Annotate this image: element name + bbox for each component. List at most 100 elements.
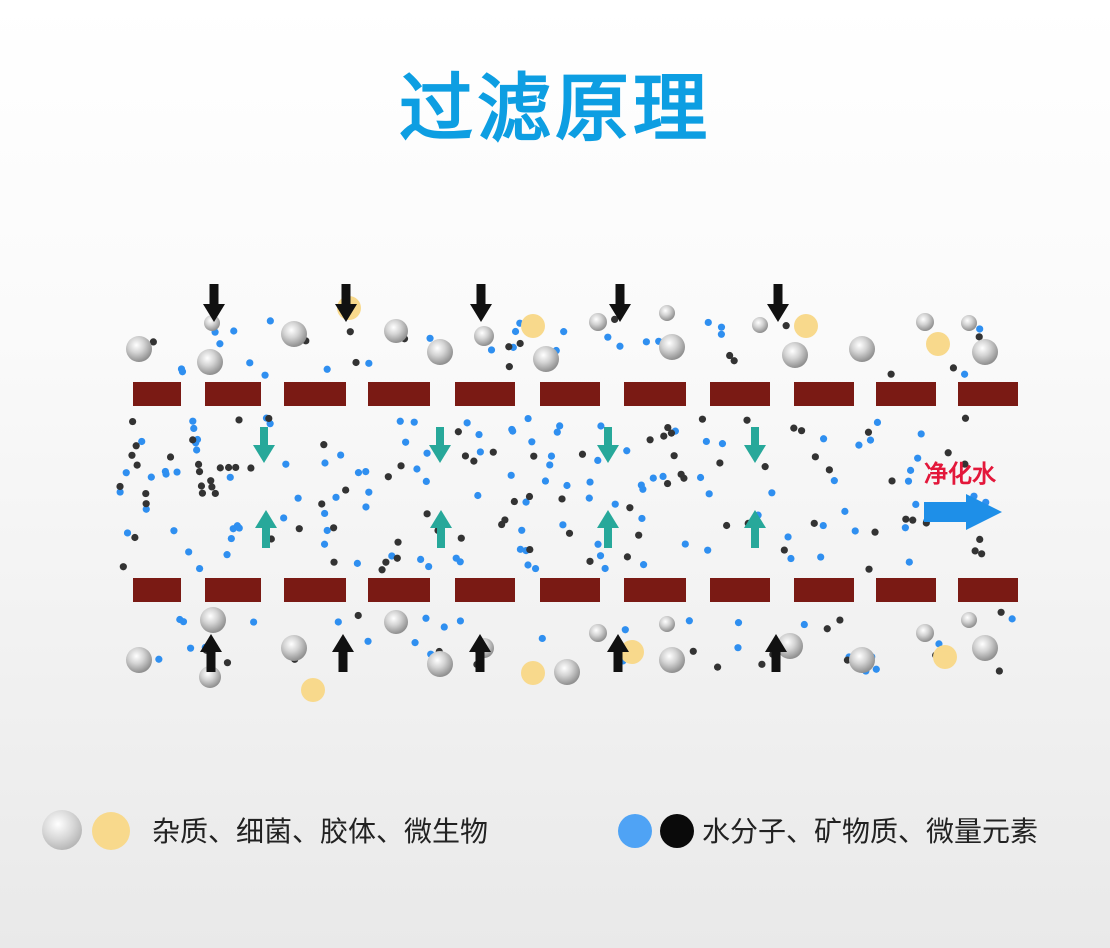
water-molecule-dot (734, 644, 742, 652)
water-molecule-dot (784, 533, 792, 541)
water-molecule-dot (873, 418, 882, 427)
water-molecule-dot (1008, 615, 1016, 623)
water-molecule-dot (138, 437, 146, 446)
membrane-segment (455, 382, 515, 406)
mineral-dot (223, 659, 232, 667)
water-molecule-dot (474, 491, 482, 500)
water-molecule-dot (906, 466, 915, 474)
water-molecule-dot (294, 494, 302, 502)
mineral-dot (198, 489, 207, 497)
flow-arrows (200, 284, 789, 672)
water-molecule-dot (638, 514, 646, 523)
water-molecule-dot (511, 327, 520, 336)
mineral-dot (457, 534, 465, 542)
mineral-dot (195, 468, 204, 476)
water-molecule-dot (321, 509, 329, 518)
impurity-ball (384, 319, 408, 343)
water-molecule-dot (522, 498, 530, 506)
water-molecule-dot (787, 554, 795, 563)
water-molecule-dot (475, 430, 483, 439)
mineral-dot (397, 462, 405, 470)
water-molecule-dot (516, 545, 525, 553)
water-molecule-dot (524, 414, 532, 423)
impurity-ball (926, 332, 950, 356)
permeate-arrow-down-icon (597, 427, 619, 463)
impurity-ball (126, 336, 152, 362)
mineral-dot (811, 453, 819, 461)
water-molecule-dot (116, 488, 124, 496)
water-molecule-dot (147, 473, 155, 481)
inflow-arrow-up-icon (200, 634, 222, 672)
water-molecule-dot (280, 514, 288, 522)
water-molecule-dot (976, 325, 984, 333)
impurity-ball (961, 315, 977, 331)
water-molecule-dot (851, 527, 859, 535)
mineral-dot (197, 482, 206, 490)
mineral-dot (142, 500, 150, 508)
water-molecule-dot (547, 452, 556, 460)
water-molecule-dot (452, 554, 460, 562)
water-molecule-dot (425, 562, 433, 571)
mineral-dot (586, 557, 594, 565)
water-molecule-dot (195, 564, 204, 573)
membrane-segment (368, 382, 430, 406)
page-title: 过滤原理 (399, 66, 711, 152)
water-molecule-dot (559, 521, 567, 529)
impurity-ball (916, 313, 934, 331)
water-molecule-dot (410, 418, 418, 426)
mineral-dot (823, 625, 831, 633)
water-molecule-dot (914, 454, 922, 462)
impurity-ball (281, 321, 307, 347)
mineral-dot (382, 558, 390, 566)
water-molecule-dot (718, 440, 727, 448)
mineral-dot (825, 466, 833, 474)
yellow-ball-icon (92, 812, 130, 850)
water-molecule-dot (531, 564, 540, 573)
water-molecule-dot (173, 468, 181, 476)
water-molecule-dot (611, 500, 619, 508)
mineral-dot (330, 558, 338, 566)
water-molecule-dot (417, 555, 425, 564)
water-molecule-dot (509, 427, 517, 435)
water-molecule-dot (246, 359, 254, 367)
mineral-dot (235, 416, 243, 424)
mineral-dot (232, 463, 240, 472)
membrane-segment (133, 382, 181, 406)
mineral-dot (949, 364, 958, 372)
membrane-segment (540, 382, 600, 406)
permeate-arrow-down-icon (744, 427, 766, 463)
water-molecule-dot (594, 540, 602, 548)
mineral-dot (330, 524, 338, 532)
water-molecule-dot (323, 526, 331, 535)
impurity-ball (972, 339, 998, 365)
membrane-segment (710, 578, 770, 602)
mineral-dot (166, 453, 175, 461)
impurity-ball (384, 610, 408, 634)
water-molecule-dot (717, 323, 726, 331)
mineral-dot (525, 492, 534, 501)
water-molecule-dot (563, 481, 571, 490)
water-molecule-dot (320, 540, 329, 548)
mineral-dot (394, 538, 402, 546)
water-molecule-dot (960, 370, 969, 378)
water-molecule-dot (705, 490, 713, 498)
inflow-arrow-down-icon (470, 284, 492, 322)
legend-water-label: 水分子、矿物质、微量元素 (702, 815, 1039, 848)
permeate-arrow-down-icon (253, 427, 275, 463)
water-molecule-dot (423, 449, 431, 457)
water-molecule-dot (904, 477, 913, 485)
water-molecule-dot (601, 564, 609, 573)
mineral-dot (635, 531, 643, 539)
mineral-dot (961, 460, 969, 468)
mineral-dot (247, 464, 255, 472)
water-molecule-dot (649, 474, 657, 482)
mineral-dot (265, 414, 273, 423)
water-molecule-dot (704, 546, 712, 554)
water-molecule-dot (440, 623, 448, 631)
water-molecule-dot (541, 477, 550, 485)
water-molecule-dot (337, 451, 345, 459)
water-molecule-dot (717, 330, 726, 338)
mineral-dot (207, 477, 215, 485)
mineral-dot (836, 616, 844, 624)
water-molecule-dot (546, 461, 554, 469)
